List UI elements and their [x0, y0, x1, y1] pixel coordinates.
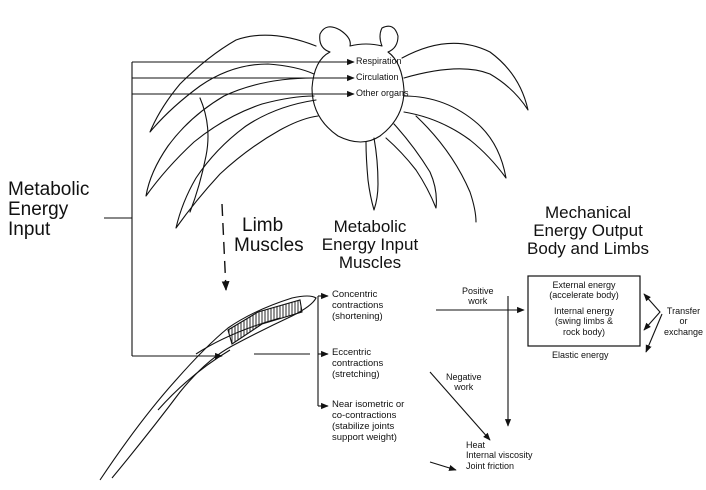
- negative-work-line-2: work: [446, 382, 482, 392]
- positive-work-line-2: work: [462, 296, 494, 306]
- crab-right-leg-2: [404, 96, 506, 178]
- concentric-label: Concentric contractions (shortening): [332, 290, 383, 323]
- crab-right-leg-1: [402, 43, 528, 110]
- heat-line-1: Heat: [466, 440, 533, 450]
- muscles-header-line-2: Energy Input: [300, 236, 440, 254]
- negative-work-label: Negative work: [446, 372, 482, 393]
- external-energy-line-2: (accelerate body): [532, 290, 636, 300]
- eccentric-label: Eccentric contractions (stretching): [332, 348, 383, 381]
- crab-illustration: [146, 26, 528, 228]
- external-energy-line-1: External energy: [532, 280, 636, 290]
- internal-energy-line-1: Internal energy: [532, 306, 636, 316]
- mechanical-header-line-2: Energy Output: [508, 222, 668, 240]
- organ-respiration: Respiration: [356, 56, 402, 66]
- muscles-header-line-1: Metabolic: [300, 218, 440, 236]
- transfer-line-2: or: [664, 316, 703, 326]
- heat-line-2: Internal viscosity: [466, 450, 533, 460]
- external-energy-label: External energy (accelerate body): [532, 280, 636, 301]
- mechanical-header-line-1: Mechanical: [508, 204, 668, 222]
- dashed-arrow: [222, 204, 226, 290]
- internal-energy-line-2: (swing limbs &: [532, 316, 636, 326]
- crab-left-leg-upper: [150, 35, 316, 132]
- transfer-line-1: Transfer: [664, 306, 703, 316]
- transfer-label: Transfer or exchange: [664, 306, 703, 337]
- transfer-line-3: exchange: [664, 327, 703, 337]
- internal-energy-label: Internal energy (swing limbs & rock body…: [532, 306, 636, 337]
- negative-work-line-1: Negative: [446, 372, 482, 382]
- eccentric-line-3: (stretching): [332, 370, 383, 381]
- mechanical-header: Mechanical Energy Output Body and Limbs: [508, 204, 668, 258]
- internal-energy-line-3: rock body): [532, 327, 636, 337]
- metabolic-input-title: Metabolic Energy Input: [8, 180, 89, 240]
- muscles-header: Metabolic Energy Input Muscles: [300, 218, 440, 272]
- positive-work-label: Positive work: [462, 286, 494, 307]
- input-lines: [104, 62, 354, 356]
- elastic-energy-label: Elastic energy: [552, 350, 609, 360]
- crab-left-leg-low: [176, 100, 318, 228]
- muscles-header-line-3: Muscles: [300, 254, 440, 272]
- heat-line-3: Joint friction: [466, 461, 533, 471]
- transfer-arrows: [644, 294, 662, 352]
- crab-left-leg-4: [190, 98, 208, 212]
- positive-work-line-1: Positive: [462, 286, 494, 296]
- organ-circulation: Circulation: [356, 72, 399, 82]
- limb-muscles-title: Limb Muscles: [234, 216, 304, 256]
- crab-carapace: [312, 26, 404, 142]
- limb-muscles-line-2: Muscles: [234, 236, 304, 256]
- crab-right-leg-5: [416, 116, 476, 222]
- mechanical-header-line-3: Body and Limbs: [508, 240, 668, 258]
- isometric-line-4: support weight): [332, 433, 404, 444]
- limb-muscles-line-1: Limb: [234, 216, 304, 236]
- metabolic-input-line-2: Energy: [8, 200, 89, 220]
- metabolic-input-line-1: Metabolic: [8, 180, 89, 200]
- isometric-label: Near isometric or co-contractions (stabi…: [332, 400, 404, 444]
- crab-right-leg-3: [386, 124, 436, 208]
- concentric-line-3: (shortening): [332, 312, 383, 323]
- metabolic-input-line-3: Input: [8, 220, 89, 240]
- crab-right-leg-4: [366, 138, 378, 210]
- organ-other: Other organs: [356, 88, 409, 98]
- heat-label: Heat Internal viscosity Joint friction: [466, 440, 533, 471]
